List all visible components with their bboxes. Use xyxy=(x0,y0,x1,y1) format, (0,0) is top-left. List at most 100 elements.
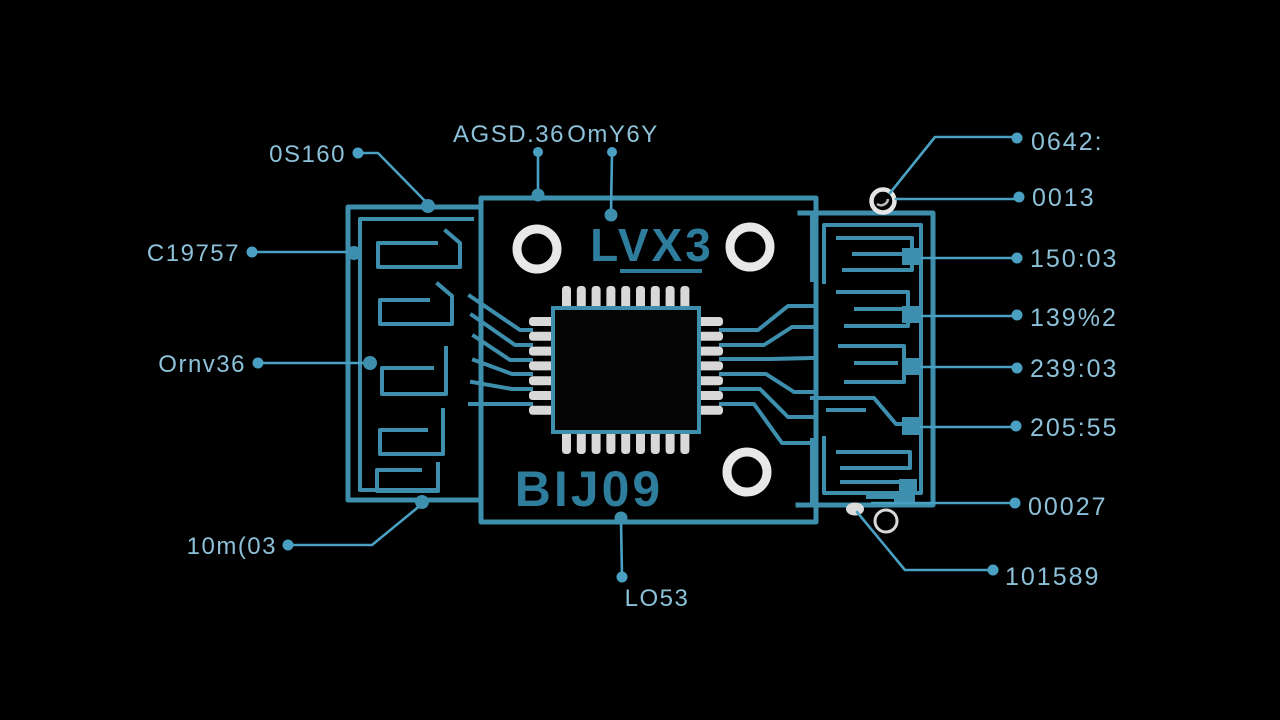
callout-label-r20555: 205:55 xyxy=(1030,414,1118,442)
callout-line xyxy=(619,518,624,579)
left-fan-traces xyxy=(467,293,533,406)
left-block-meander-3 xyxy=(380,346,448,396)
callout-label-r101589: 101589 xyxy=(1005,563,1100,591)
chip-pin xyxy=(591,286,601,312)
callout-label-agsd: AGSD.36 xyxy=(453,121,565,148)
callout-junction-dot xyxy=(347,246,361,260)
chip-pin xyxy=(621,286,631,312)
chip-pin xyxy=(695,361,723,371)
callout-junction-dot xyxy=(415,495,429,509)
chip-pin xyxy=(529,346,557,356)
chip-pin xyxy=(695,376,723,386)
mounting-holes xyxy=(512,222,775,497)
left-block-meander-1 xyxy=(376,228,462,269)
callout-r0013: 0013 xyxy=(894,184,1096,212)
callout-line xyxy=(286,502,424,547)
callout-label-lo53: LO53 xyxy=(625,585,690,612)
chip-pin xyxy=(665,286,675,312)
chip-pin xyxy=(529,331,557,341)
callout-dot xyxy=(1011,309,1023,321)
callout-label-r23903: 239:03 xyxy=(1030,355,1118,383)
callout-label-os160: 0S160 xyxy=(269,141,346,168)
chip-pin xyxy=(562,428,571,454)
board-outline xyxy=(478,195,819,525)
callout-r0642: 0642: xyxy=(888,128,1104,195)
callout-label-r1392: 139%2 xyxy=(1030,304,1118,332)
callout-label-ornv36: Ornv36 xyxy=(158,351,246,378)
chip-pin xyxy=(665,428,675,454)
callout-junction-dot xyxy=(604,208,618,222)
callout-r15003: 150:03 xyxy=(920,245,1118,273)
chip-pin xyxy=(680,428,690,454)
left-block-outline xyxy=(345,204,484,503)
mounting-hole-top-left xyxy=(512,224,562,274)
callout-c19757: C19757 xyxy=(147,240,361,267)
right-block-meander-2 xyxy=(836,290,910,328)
right-block-outline xyxy=(795,210,936,508)
callout-label-r0642: 0642: xyxy=(1031,128,1104,156)
callout-r23903: 239:03 xyxy=(919,355,1118,383)
chip-body xyxy=(551,306,701,434)
chip-pin xyxy=(576,286,586,312)
callout-label-omy6y: OmY6Y xyxy=(567,121,659,148)
callout-label-r0013: 0013 xyxy=(1032,184,1096,212)
chip-pin xyxy=(680,286,690,312)
via-ring-icon xyxy=(873,508,899,534)
left-block-meander-5 xyxy=(375,462,440,493)
callout-omy6y: OmY6Y xyxy=(567,121,659,222)
left-connector-block xyxy=(345,204,484,503)
chip-pin xyxy=(636,428,645,454)
callout-dot xyxy=(1011,252,1023,264)
callout-line xyxy=(356,151,430,206)
callout-ornv36: Ornv36 xyxy=(158,351,377,378)
chip-pin xyxy=(650,286,660,312)
chip-pin xyxy=(621,428,631,454)
screw-head-icon xyxy=(869,187,897,215)
callout-line xyxy=(888,135,1017,195)
callout-junction-dot xyxy=(421,199,435,213)
chip-top-marking: LVX3 xyxy=(590,219,714,271)
chip-pin xyxy=(529,317,557,326)
callout-dot xyxy=(987,564,999,576)
right-block-meander-3 xyxy=(838,344,906,384)
mounting-hole-bottom-right xyxy=(722,447,772,497)
board: LVX3 BIJ09 xyxy=(345,187,936,534)
left-block-meander-2 xyxy=(378,281,454,326)
chip-pin xyxy=(695,405,723,415)
callout-line xyxy=(609,150,614,215)
callout-r101589: 101589 xyxy=(855,510,1100,591)
right-pad-4 xyxy=(902,417,921,435)
callout-dot xyxy=(1011,362,1023,374)
right-pad-1 xyxy=(902,248,921,265)
callout-dot xyxy=(1010,420,1022,432)
screw-slot-icon xyxy=(876,198,890,207)
chip-pin xyxy=(591,428,601,454)
callout-os160: 0S160 xyxy=(269,141,435,213)
chip-pins-left xyxy=(529,317,557,415)
chip-pin xyxy=(695,346,723,356)
callout-dot xyxy=(1011,132,1023,144)
chip-pin xyxy=(529,361,557,371)
chip-pin xyxy=(695,331,723,341)
callout-m1003: 10m(03 xyxy=(187,495,429,560)
right-pad-6 xyxy=(894,493,915,507)
callout-label-r00027: 00027 xyxy=(1028,493,1108,521)
callout-r1392: 139%2 xyxy=(920,304,1118,332)
callout-junction-dot xyxy=(531,188,545,202)
chip-pin xyxy=(695,317,723,326)
chip-pin xyxy=(650,428,660,454)
callout-lo53: LO53 xyxy=(614,511,690,612)
chip-pin xyxy=(606,428,616,454)
callout-dot xyxy=(1013,191,1025,203)
callout-label-r15003: 150:03 xyxy=(1030,245,1118,273)
fan-traces xyxy=(467,293,815,445)
callout-agsd: AGSD.36 xyxy=(453,121,565,202)
callout-r20555: 205:55 xyxy=(919,414,1118,442)
callout-junction-dot xyxy=(363,356,377,370)
chip-pin xyxy=(695,391,723,400)
chip-pin xyxy=(606,286,616,312)
callout-r00027: 00027 xyxy=(870,493,1108,521)
chip-pin xyxy=(576,428,586,454)
chip-pin xyxy=(529,376,557,386)
fasteners xyxy=(846,187,899,534)
